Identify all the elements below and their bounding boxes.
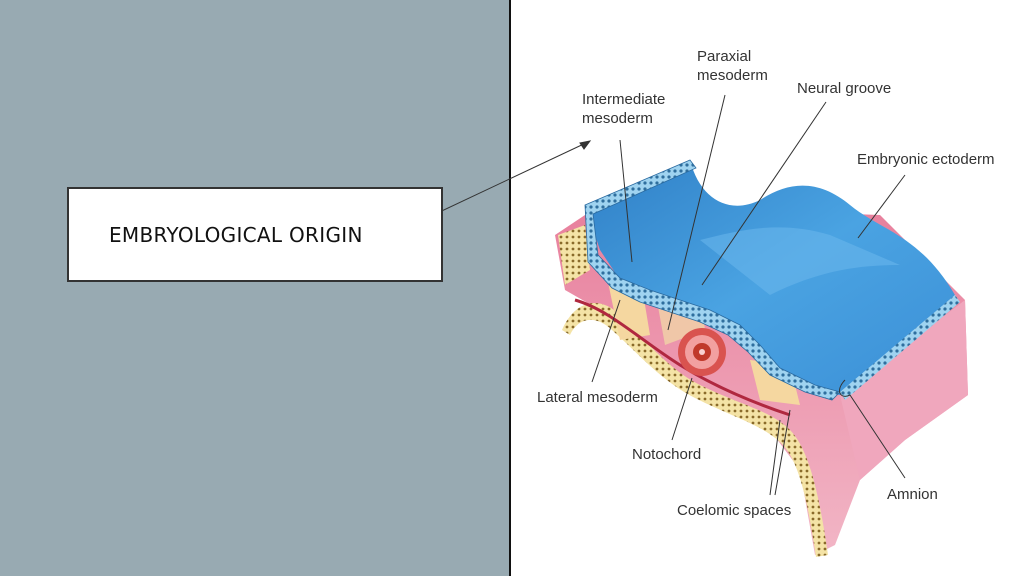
label-paraxial-mesoderm: Paraxial mesoderm [697,47,768,85]
label-intermediate-mesoderm: Intermediate mesoderm [582,90,665,128]
ectoderm-edge [584,159,841,401]
pointer-lines [411,94,906,496]
title-box: EMBRYOLOGICAL ORIGIN [67,187,443,282]
ectoderm-highlight [700,227,900,295]
label-amnion: Amnion [887,486,938,503]
left-panel [0,0,510,576]
slide-title: EMBRYOLOGICAL ORIGIN [109,223,363,247]
label-coelomic-spaces: Coelomic spaces [677,502,792,519]
label-paraxial-line1: Paraxial [697,48,752,65]
label-intermediate-line2: mesoderm [582,110,653,127]
label-neural-groove: Neural groove [797,80,892,97]
notochord-shape [678,328,726,376]
endoderm-band [562,303,828,557]
ectoderm-right-edge [840,295,960,400]
label-paraxial-line2: mesoderm [697,67,768,84]
panel-divider [509,0,511,576]
label-intermediate-line1: Intermediate [582,91,666,108]
upper-yellow [558,225,590,285]
label-lateral-mesoderm: Lateral mesoderm [537,389,658,406]
label-embryonic-ectoderm: Embryonic ectoderm [857,151,995,168]
amnion-face [840,300,968,480]
label-notochord: Notochord [632,446,702,463]
coelom-line [574,298,791,417]
